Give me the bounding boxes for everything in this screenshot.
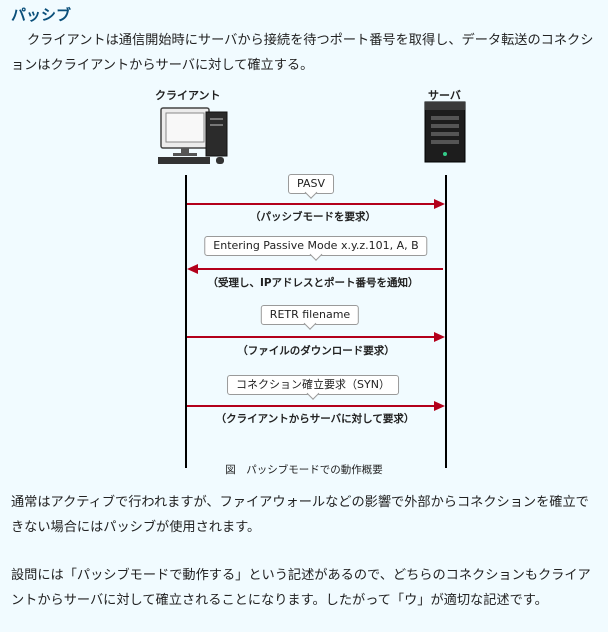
arrow-label-syn: （クライアントからサーバに対して要求） [215, 413, 415, 425]
message-box-syn: コネクション確立要求（SYN） [227, 375, 399, 395]
section-title: パッシブ [11, 6, 72, 24]
client-computer-icon [158, 107, 228, 164]
server-label: サーバ [428, 89, 461, 102]
server-icon [424, 101, 466, 163]
figure-caption: 図 パッシブモードでの動作概要 [225, 464, 383, 476]
message-arrowhead [434, 332, 445, 342]
arrow-label-retr: （ファイルのダウンロード要求） [237, 345, 395, 357]
note-text-2: 設問には「パッシブモードで動作する」という記述があるので、どちらのコネクションも… [11, 568, 591, 608]
message-arrowhead [434, 401, 445, 411]
intro-text: クライアントは通信開始時にサーバから接続を待つポート番号を取得し、データ転送のコ… [11, 33, 594, 73]
arrow-label-entering-passive: （受理し、IPアドレスとポート番号を通知） [207, 277, 419, 289]
message-arrowhead [187, 264, 198, 274]
arrow-label-pasv: （パッシブモードを要求） [250, 211, 376, 223]
note-text-1: 通常はアクティブで行われますが、ファイアウォールなどの影響で外部からコネクション… [11, 495, 589, 535]
message-arrowhead [434, 199, 445, 209]
client-label: クライアント [155, 89, 221, 102]
